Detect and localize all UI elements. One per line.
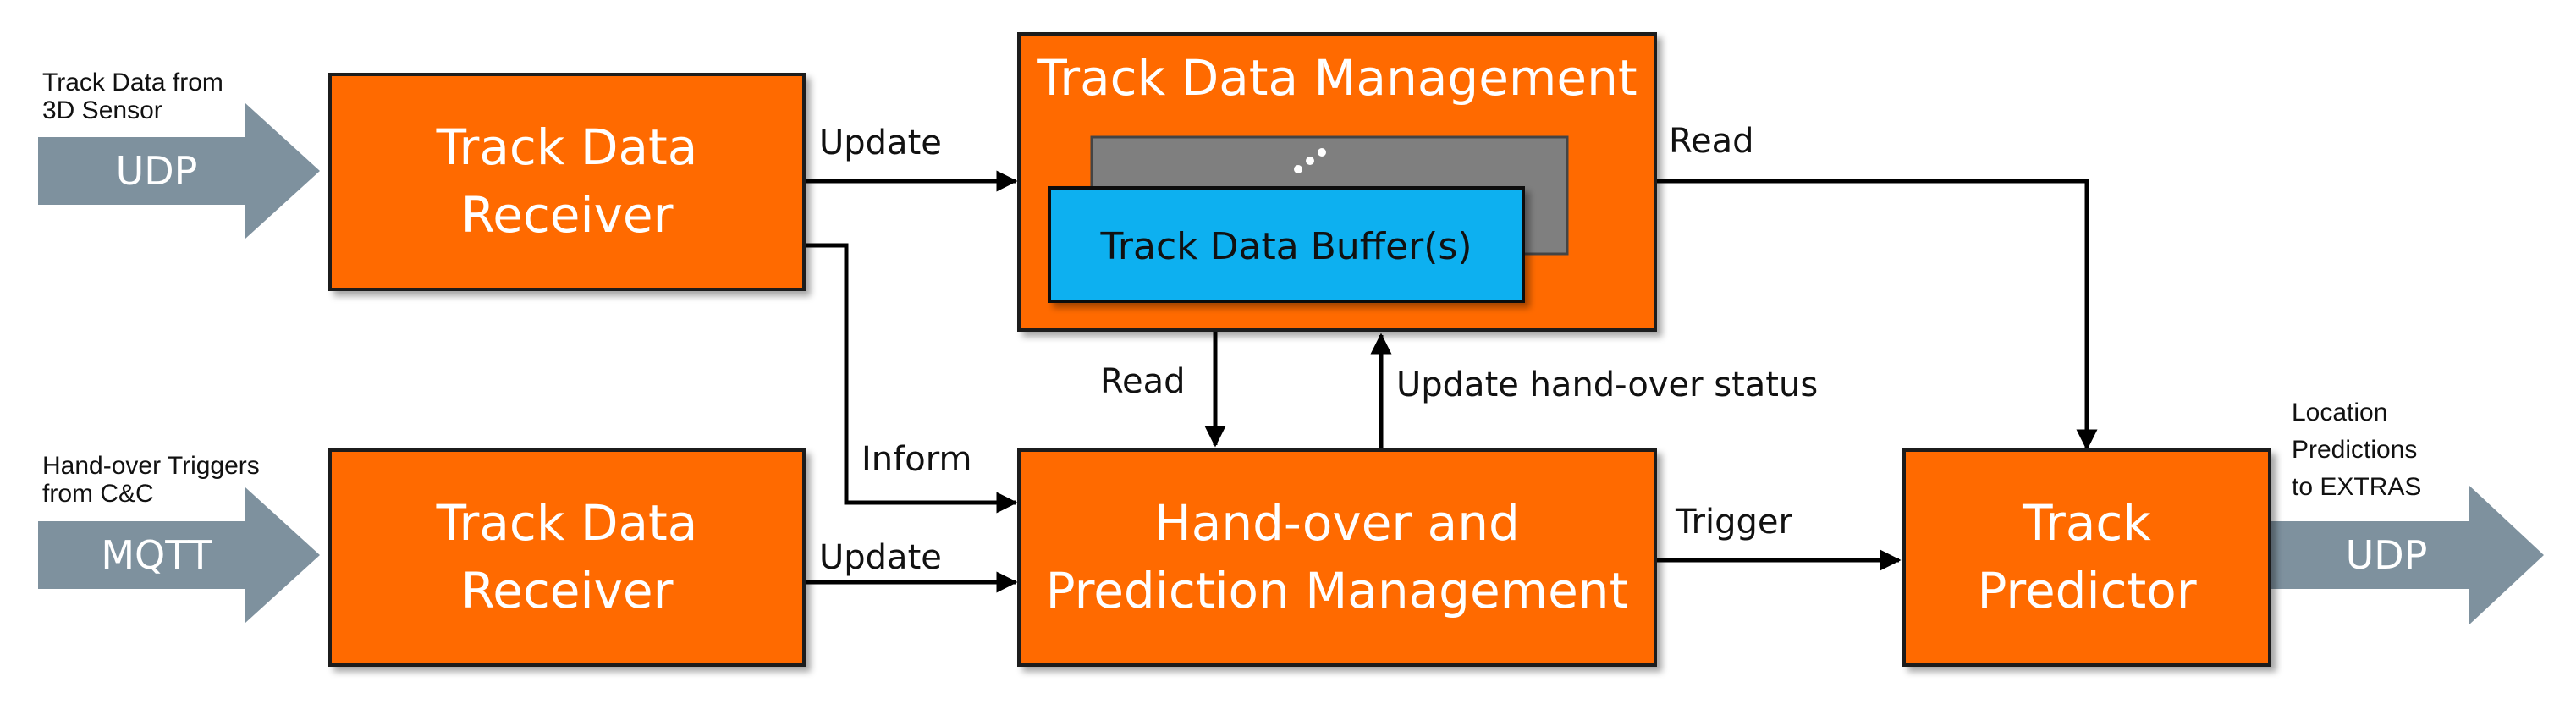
read-right-label: Read — [1669, 122, 1754, 161]
track-data-management: Track Data Management Track Data Buffer(… — [1017, 32, 1657, 332]
mqtt-input: Hand-over Triggers from C&C MQTT — [38, 452, 320, 623]
udp-output-caption-line2: Predictions — [2292, 436, 2417, 464]
track-data-receiver-bottom: Track Data Receiver — [328, 448, 806, 667]
mqtt-input-arrow — [38, 487, 320, 623]
udp-output-caption-line1: Location — [2292, 399, 2387, 426]
handover-line1: Hand-over and — [1154, 494, 1520, 552]
predictor-line1: Track — [2022, 494, 2151, 552]
receiver-top-line1: Track Data — [436, 118, 698, 176]
udp-output-label: UDP — [2346, 532, 2428, 578]
receiver-bottom-line1: Track Data — [436, 494, 698, 552]
buffer-box — [1048, 186, 1525, 303]
udp-output-arrow — [2271, 486, 2544, 624]
buffer-label: Track Data Buffer(s) — [1100, 225, 1472, 268]
predictor-line2: Predictor — [1977, 562, 2196, 619]
update-top-label: Update — [819, 124, 942, 162]
mqtt-input-caption-line1: Hand-over Triggers — [42, 452, 260, 480]
receiver-bottom-line2: Receiver — [461, 562, 674, 619]
update-bottom-label: Update — [819, 538, 942, 577]
management-title: Track Data Management — [1036, 49, 1637, 107]
udp-input-caption-line1: Track Data from — [42, 69, 223, 96]
udp-input-caption-line2: 3D Sensor — [42, 96, 162, 124]
handover-line2: Prediction Management — [1046, 562, 1629, 619]
read-down-label: Read — [1100, 362, 1186, 401]
udp-input: Track Data from 3D Sensor UDP — [38, 69, 320, 239]
inform-label: Inform — [861, 440, 972, 479]
trigger-label: Trigger — [1675, 503, 1793, 542]
receiver-bottom-box — [328, 448, 806, 667]
receiver-top-line2: Receiver — [461, 186, 674, 244]
udp-output: Location Predictions to EXTRAS UDP — [2271, 399, 2544, 624]
track-data-receiver-top: Track Data Receiver — [328, 73, 806, 291]
update-status-label: Update hand-over status — [1396, 366, 1818, 404]
receiver-top-box — [328, 73, 806, 291]
track-predictor: Track Predictor — [1902, 448, 2271, 667]
handover-prediction-management: Hand-over and Prediction Management — [1017, 448, 1657, 667]
inform-connector — [804, 243, 1018, 514]
read-right-connector — [1655, 179, 2098, 451]
udp-output-caption-line3: to EXTRAS — [2292, 473, 2421, 501]
udp-input-arrow — [38, 103, 320, 239]
connectors — [804, 170, 2098, 593]
mqtt-input-label: MQTT — [101, 532, 212, 578]
udp-input-label: UDP — [116, 148, 198, 194]
predictor-box — [1902, 448, 2271, 667]
ellipsis-icon — [1294, 148, 1326, 173]
handover-box — [1017, 448, 1657, 667]
mqtt-input-caption-line2: from C&C — [42, 480, 154, 508]
